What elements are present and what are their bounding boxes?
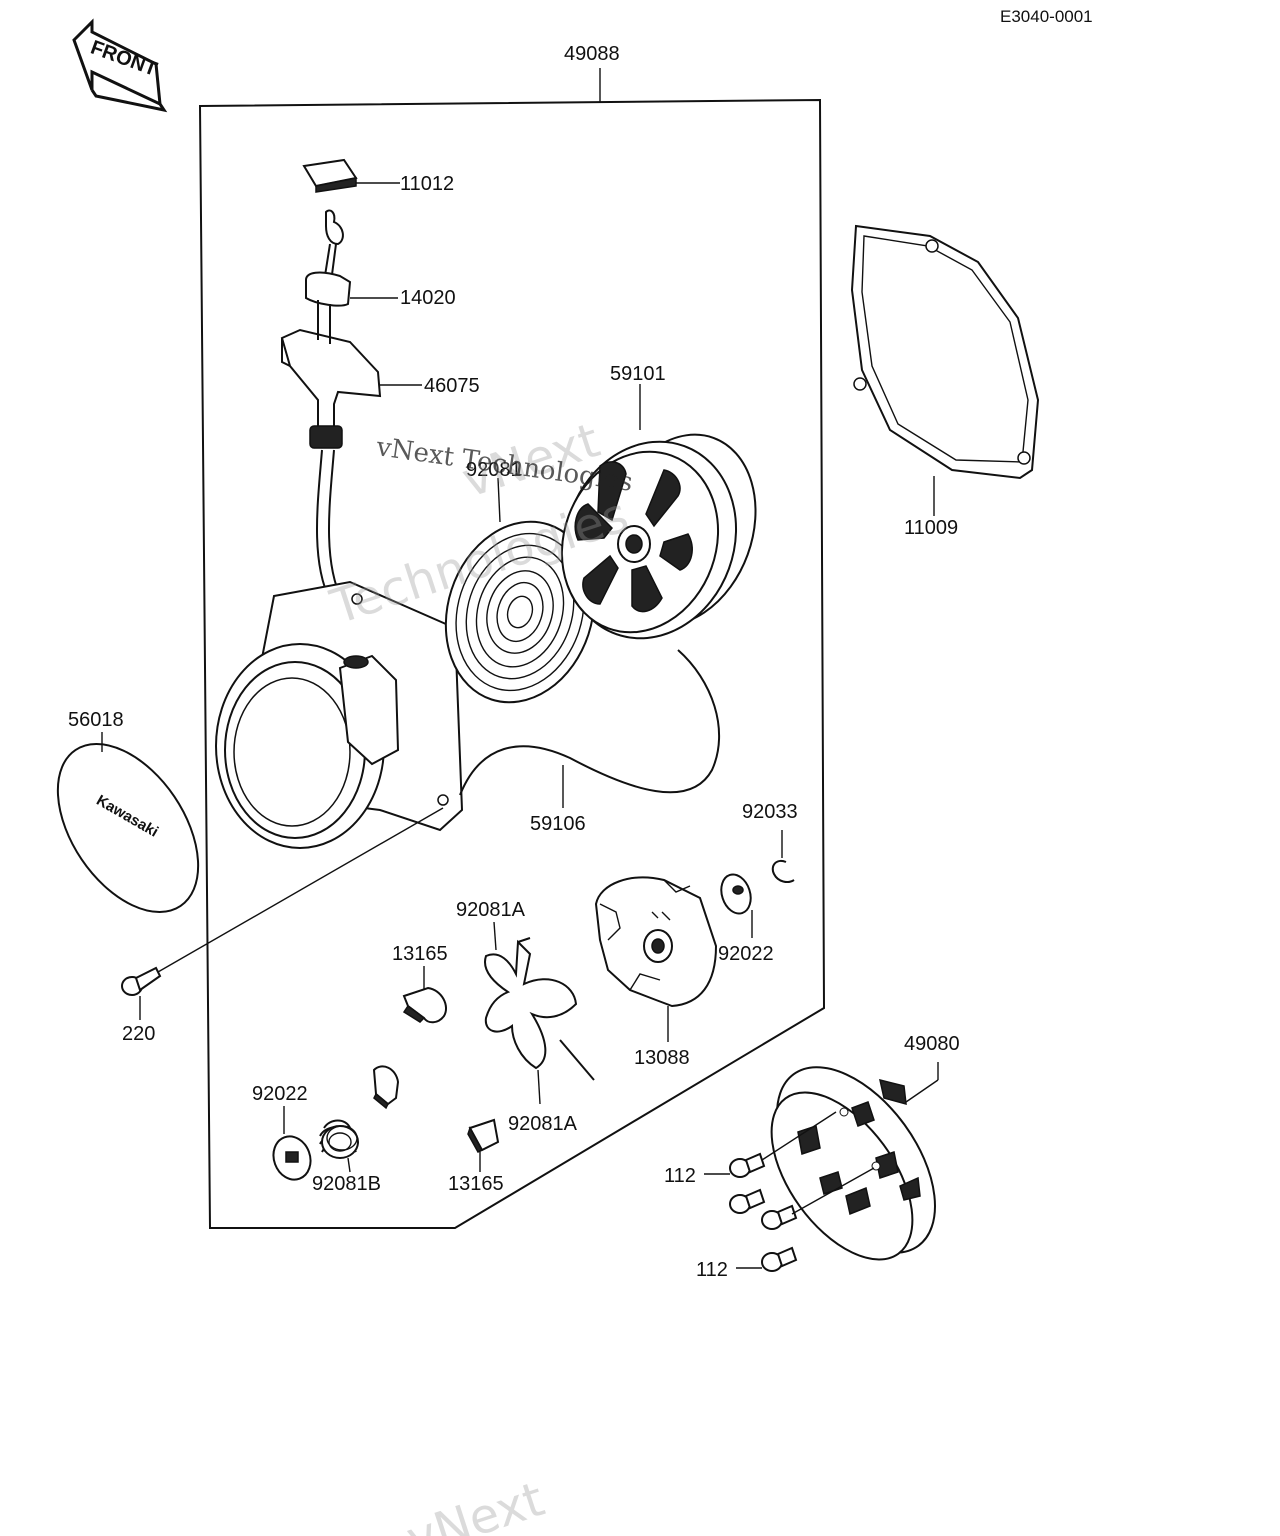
kawasaki-emblem-part: Kawasaki bbox=[56, 743, 200, 913]
part-label-13165-bottom: 13165 bbox=[448, 1173, 504, 1195]
gasket-part bbox=[850, 224, 1040, 480]
part-label-11009: 11009 bbox=[904, 517, 958, 539]
clip-part bbox=[302, 158, 358, 193]
part-label-13165-top: 13165 bbox=[392, 943, 448, 965]
bolt-1-icon bbox=[729, 1152, 766, 1178]
ratchet-spring-part bbox=[484, 937, 595, 1081]
part-label-59101: 59101 bbox=[610, 363, 666, 385]
part-label-92022-right: 92022 bbox=[718, 943, 774, 965]
screw-220-part bbox=[121, 966, 162, 996]
starter-housing-part bbox=[215, 580, 464, 849]
part-label-49080: 49080 bbox=[904, 1033, 960, 1055]
part-label-92033: 92033 bbox=[742, 801, 798, 823]
part-label-49088: 49088 bbox=[564, 43, 620, 65]
circlip-part bbox=[771, 860, 795, 883]
part-label-14020: 14020 bbox=[400, 287, 456, 309]
ratchet-pawl-part bbox=[372, 1065, 400, 1110]
part-label-92081B: 92081B bbox=[312, 1173, 381, 1195]
part-label-92081A-top: 92081A bbox=[456, 899, 526, 921]
reel-pulley-part bbox=[560, 433, 757, 640]
starter-rope-part bbox=[459, 649, 721, 796]
part-label-46075: 46075 bbox=[424, 375, 480, 397]
ratchet-bottom-part bbox=[467, 1118, 500, 1153]
washer-right-part bbox=[720, 873, 752, 915]
handle-part bbox=[280, 300, 382, 449]
part-label-92022-left: 92022 bbox=[252, 1083, 308, 1105]
washer-left-part bbox=[272, 1135, 312, 1181]
part-label-56018: 56018 bbox=[68, 709, 124, 731]
part-label-92081: 92081 bbox=[466, 459, 522, 481]
diagram-code: E3040-0001 bbox=[1000, 7, 1093, 26]
coil-spring-part bbox=[319, 1119, 359, 1159]
part-label-220: 220 bbox=[122, 1023, 155, 1045]
part-label-112-top: 112 bbox=[664, 1165, 696, 1187]
part-label-92081A-bottom: 92081A bbox=[508, 1113, 578, 1135]
ratchet-plate-part bbox=[594, 876, 718, 1008]
part-label-13088: 13088 bbox=[634, 1047, 690, 1069]
bolt-3-icon bbox=[761, 1204, 798, 1230]
bolt-2-icon bbox=[729, 1188, 766, 1214]
ratchet-top-part bbox=[402, 986, 447, 1024]
part-label-112-bottom: 112 bbox=[696, 1259, 728, 1281]
watermark-vnext-bottom: vNext bbox=[400, 1471, 551, 1536]
rope-guide-part bbox=[305, 209, 352, 307]
starter-cup-part bbox=[770, 1066, 936, 1261]
bolt-4-icon bbox=[761, 1246, 798, 1272]
front-arrow-icon: FRONT bbox=[72, 18, 168, 113]
part-label-59106: 59106 bbox=[530, 813, 586, 835]
recoil-spring-part bbox=[444, 520, 596, 704]
part-label-11012: 11012 bbox=[400, 173, 454, 195]
assembly-outline bbox=[198, 98, 826, 1229]
